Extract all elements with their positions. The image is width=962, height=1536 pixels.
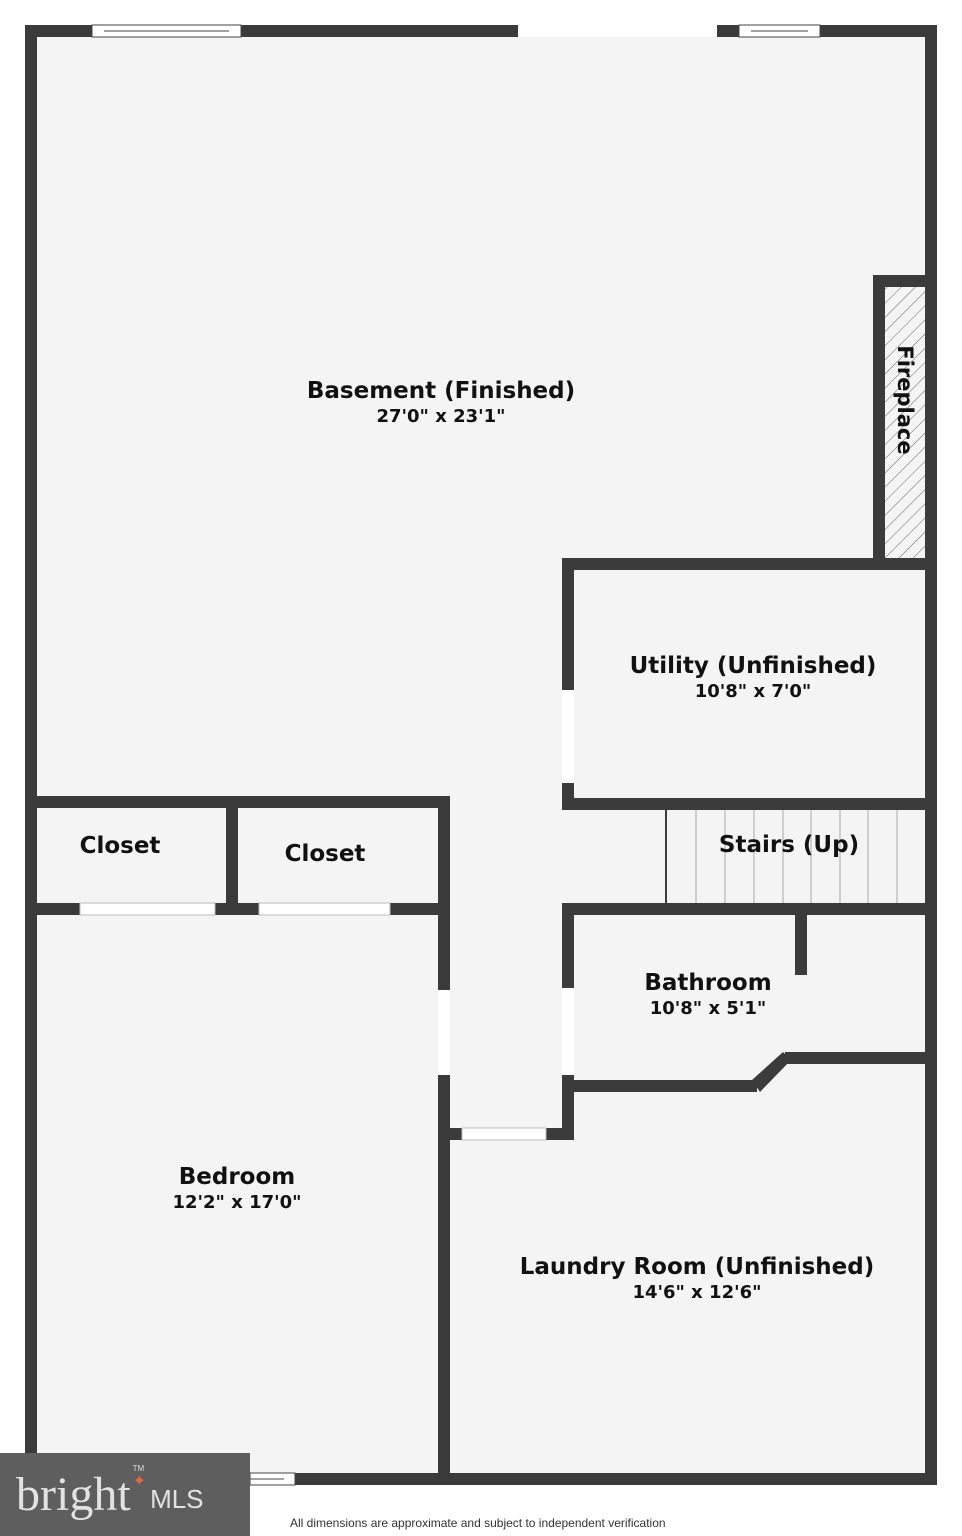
room-stairs: Stairs (Up) — [719, 832, 859, 858]
logo-brand: bright — [16, 1467, 131, 1521]
room-closet-1: Closet — [80, 833, 161, 859]
room-name: Closet — [284, 841, 366, 867]
room-dims: 12'2" x 17'0" — [172, 1192, 302, 1213]
room-dims: 14'6" x 12'6" — [632, 1282, 762, 1303]
openings — [79, 25, 717, 1141]
floor — [31, 31, 931, 1479]
star-icon: ✦ — [132, 1471, 147, 1490]
bright-mls-logo: bright TM ✦ MLS — [0, 1453, 250, 1536]
room-basement: Basement (Finished) 27'0" x 23'1" — [307, 378, 575, 427]
room-bathroom: Bathroom 10'8" x 5'1" — [644, 970, 771, 1019]
room-dims: 27'0" x 23'1" — [376, 406, 506, 427]
fireplace-hatch — [885, 287, 925, 558]
stair-treads — [695, 810, 898, 903]
windows — [91, 24, 821, 1486]
room-name: Basement (Finished) — [306, 378, 576, 404]
room-bedroom: Bedroom 12'2" x 17'0" — [172, 1164, 301, 1213]
room-name: Laundry Room (Unfinished) — [519, 1254, 875, 1280]
room-dims: 10'8" x 5'1" — [649, 998, 767, 1019]
room-name: Stairs (Up) — [718, 832, 860, 858]
logo-suffix: MLS — [150, 1483, 204, 1514]
room-dims: 10'8" x 7'0" — [694, 681, 812, 702]
room-name: Utility (Unfinished) — [629, 653, 877, 679]
room-name: Closet — [79, 833, 161, 859]
logo-tm: TM — [132, 1464, 145, 1473]
logo-marks: TM ✦ — [133, 1453, 146, 1489]
room-name: Bathroom — [644, 970, 772, 996]
room-laundry: Laundry Room (Unfinished) 14'6" x 12'6" — [520, 1254, 875, 1303]
fireplace-label: Fireplace — [893, 345, 917, 455]
room-name: Bedroom — [178, 1164, 296, 1190]
angled-wall — [752, 1052, 791, 1092]
room-closet-2: Closet — [285, 841, 366, 867]
room-utility: Utility (Unfinished) 10'8" x 7'0" — [630, 653, 877, 702]
disclaimer: All dimensions are approximate and subje… — [290, 1516, 666, 1530]
